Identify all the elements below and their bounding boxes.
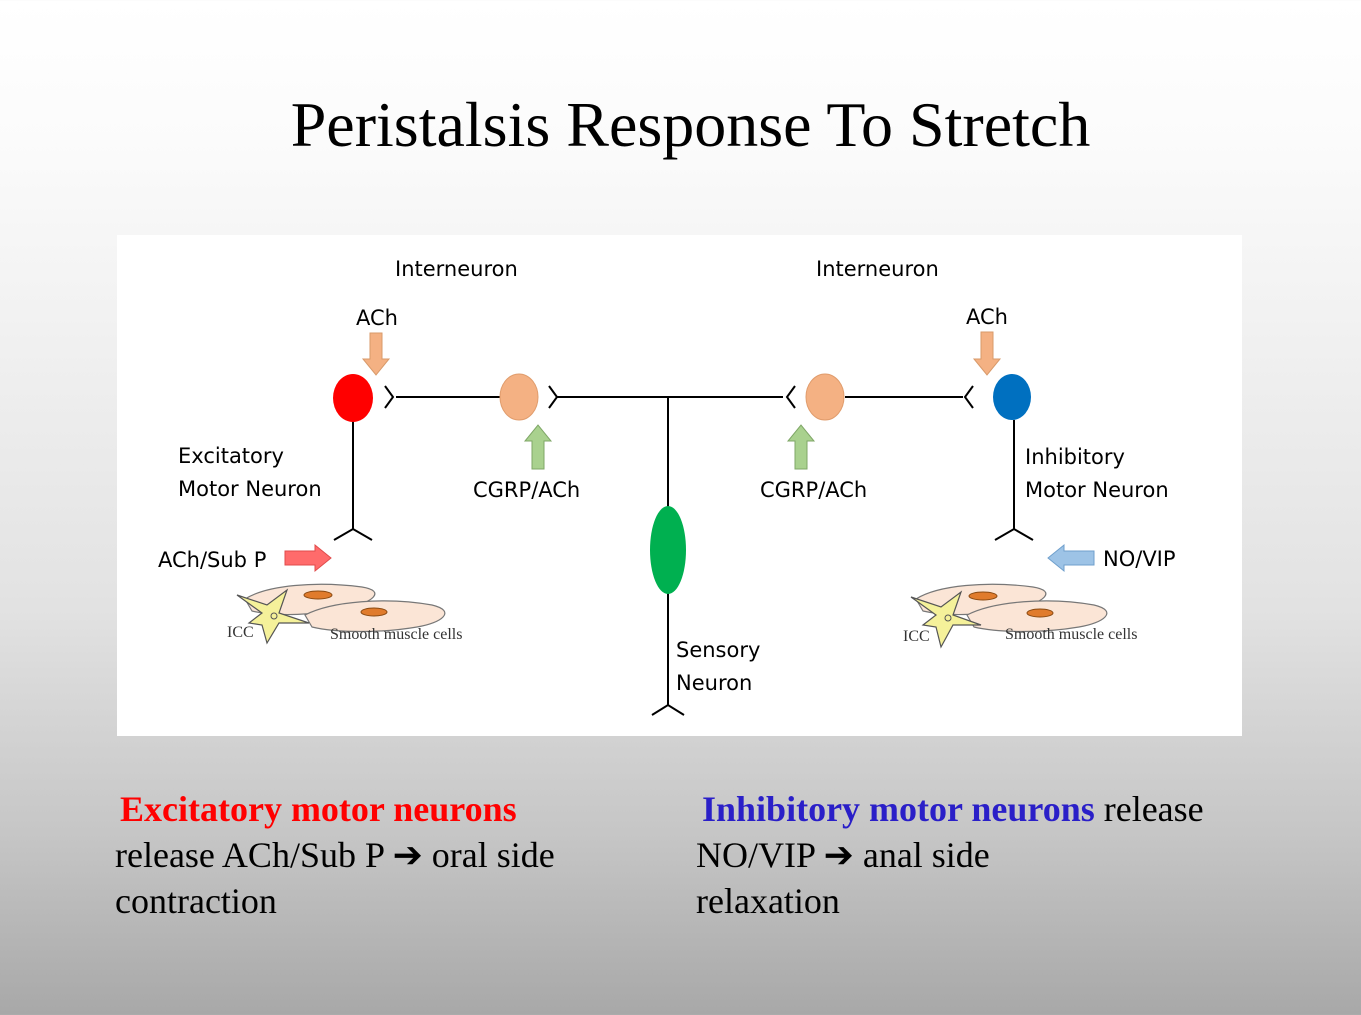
no-vip-label: NO/VIP [1103, 547, 1176, 571]
cgrp-label-left: CGRP/ACh [473, 478, 580, 502]
excitatory-motor-neuron-body [333, 374, 373, 422]
smooth-muscle-cells-left [244, 583, 446, 633]
caption-excitatory-line2: release ACh/Sub P ➔ oral side [115, 835, 555, 875]
smooth-muscle-label-right: Smooth muscle cells [1005, 626, 1137, 643]
sensory-label-line2: Neuron [676, 671, 752, 695]
interneuron-label-right: Interneuron [816, 257, 939, 281]
cgrp-arrow-right [786, 424, 816, 470]
inhibitory-release-text: release [1094, 789, 1204, 829]
caption-excitatory-line1: Excitatory motor neurons [115, 786, 635, 832]
inhibitory-label-line2: Motor Neuron [1025, 478, 1169, 502]
caption-inhibitory-line2: NO/VIP ➔ anal side [696, 835, 990, 875]
inhibitory-label-line1: Inhibitory [1025, 445, 1125, 469]
diagram-panel: ICC Smooth muscle cells ICC Smooth muscl… [117, 235, 1242, 736]
inhibitory-highlight: Inhibitory motor neurons [702, 789, 1095, 829]
icc-cell-right [910, 590, 982, 649]
icc-label-right: ICC [903, 628, 930, 645]
sensory-label-line1: Sensory [676, 638, 760, 662]
cgrp-label-right: CGRP/ACh [760, 478, 867, 502]
excitatory-highlight: Excitatory motor neurons [120, 789, 517, 829]
ach-subp-arrow [284, 543, 332, 573]
interneuron-right-body [805, 373, 845, 421]
sensory-terminal [651, 703, 685, 716]
ach-arrow-right [972, 331, 1002, 376]
cgrp-arrow-left [523, 424, 553, 470]
synapse-interneuron-left [548, 385, 559, 409]
synapse-inhibitory [963, 385, 974, 409]
no-vip-arrow [1047, 543, 1095, 573]
ach-label-right: ACh [966, 305, 1008, 329]
icc-nucleus-left [270, 612, 278, 620]
caption-inhibitory-line3: relaxation [696, 881, 840, 921]
neuron-diagram: ICC Smooth muscle cells ICC Smooth muscl… [158, 257, 1176, 716]
ach-label-left: ACh [356, 306, 398, 330]
ach-arrow-left [361, 332, 391, 376]
interneuron-left-body [499, 373, 539, 421]
icc-nucleus-right [944, 614, 952, 622]
inhibitory-motor-neuron-body [993, 374, 1031, 420]
interneuron-label-left: Interneuron [395, 257, 518, 281]
caption-inhibitory: Inhibitory motor neurons release NO/VIP … [696, 786, 1256, 924]
slide-title: Peristalsis Response To Stretch [290, 89, 1091, 160]
caption-excitatory: Excitatory motor neurons release ACh/Sub… [115, 786, 635, 924]
synapse-interneuron-right [785, 385, 796, 409]
caption-excitatory-line3: contraction [115, 881, 277, 921]
caption-inhibitory-line1: Inhibitory motor neurons release [696, 786, 1256, 832]
excitatory-label-line2: Motor Neuron [178, 477, 322, 501]
excitatory-label-line1: Excitatory [178, 444, 284, 468]
icc-cell-left [236, 588, 310, 645]
sensory-neuron-body [650, 506, 686, 594]
inhibitory-terminal [994, 527, 1034, 541]
ach-subp-label: ACh/Sub P [158, 548, 266, 572]
smooth-muscle-label-left: Smooth muscle cells [330, 626, 462, 643]
excitatory-terminal [333, 527, 373, 541]
icc-label-left: ICC [227, 624, 254, 641]
synapse-excitatory [384, 385, 395, 409]
